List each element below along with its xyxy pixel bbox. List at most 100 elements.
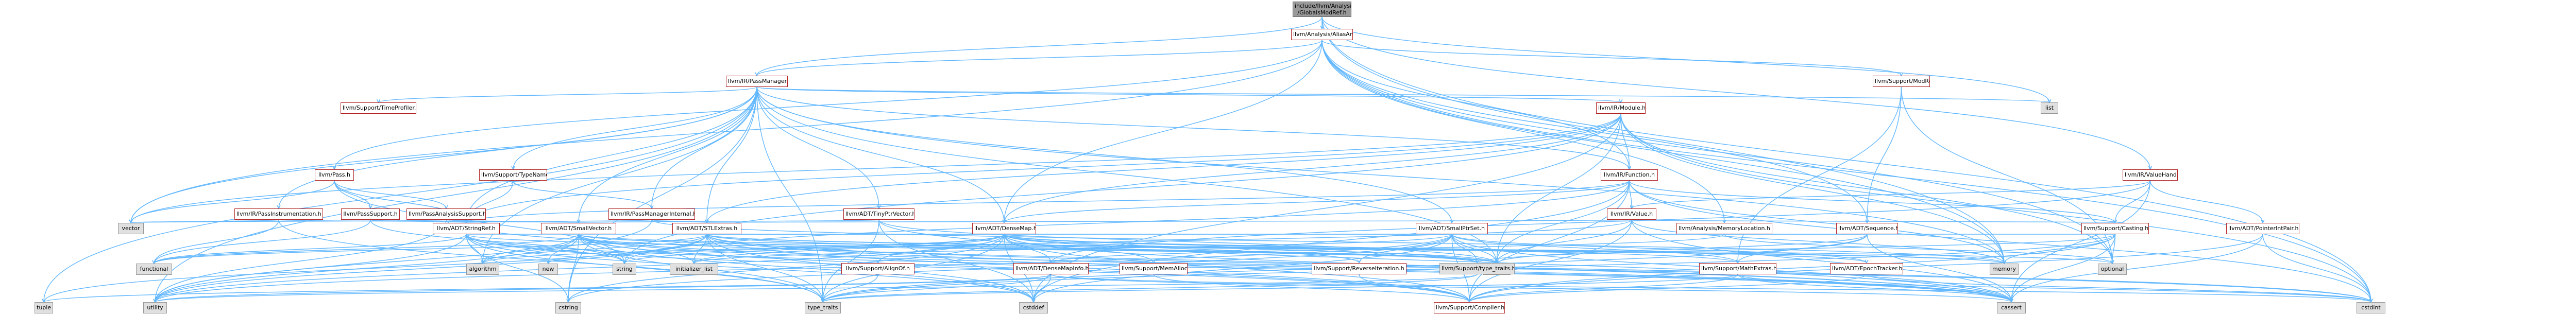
node-dense-map[interactable]: llvm/ADT/DenseMap.h [972,223,1036,234]
node-new[interactable]: new [538,264,558,275]
node-ir-function[interactable]: llvm/IR/Function.h [1601,169,1658,181]
node-pass-manager-internal[interactable]: llvm/IR/PassManagerInternal.h [608,208,695,220]
edge-stl_extras-to-tuple [43,234,707,303]
edge-dense_map_info-to-cassert [1050,274,2012,303]
edge-string_ref-to-compiler [466,234,1470,303]
edge-pass_manager-to-pass_manager_internal [651,86,757,209]
edge-dense_map-to-utility [155,234,1005,303]
node-support-type-traits[interactable]: llvm/Support/type_traits.h [1439,263,1515,274]
edge-alias_analysis-to-cstdint [1321,40,2371,303]
edge-pass_manager-to-small_vector [578,86,757,223]
edge-stl_extras-to-cstdint [706,234,2371,303]
node-algorithm[interactable]: algorithm [466,264,499,275]
edge-ir_module-to-stl_extras [706,113,1621,223]
edge-string_ref-to-cstddef [466,234,1034,303]
edge-dense_map-to-new [548,234,1005,264]
edge-alias_analysis-to-adt_sequence [1321,40,1868,223]
node-support-casting[interactable]: llvm/Support/Casting.h [2081,223,2149,234]
node-functional[interactable]: functional [136,264,172,275]
edge-ir_module-to-optional [1620,113,2113,264]
edge-ir_value-to-iterator [1496,219,1632,264]
node-align-of[interactable]: llvm/Support/AlignOf.h [841,263,914,274]
node-type-traits[interactable]: type_traits [805,302,841,313]
node-dense-map-info[interactable]: llvm/ADT/DenseMapInfo.h [1013,263,1089,274]
edge-small_ptr_set-to-initializer_list [693,234,1452,264]
node-pass-instrumentation[interactable]: llvm/IR/PassInstrumentation.h [234,208,323,220]
node-ir-module[interactable]: llvm/IR/Module.h [1596,102,1646,114]
edge-ir_value-to-support_casting [1631,219,2116,223]
node-tiny-ptr-vector[interactable]: llvm/ADT/TinyPtrVector.h [843,208,914,220]
edge-value_handle-to-cassert [2011,180,2151,303]
node-memory-location[interactable]: llvm/Analysis/MemoryLocation.h [1676,223,1772,234]
node-support-modref[interactable]: llvm/Support/ModRef.h [1873,76,1930,87]
node-string-ref[interactable]: llvm/ADT/StringRef.h [433,223,500,234]
node-list[interactable]: list [2041,102,2058,114]
edge-tiny_ptr_vector-to-cassert [878,219,2012,303]
node-small-ptr-set[interactable]: llvm/ADT/SmallPtrSet.h [1416,223,1488,234]
node-utility[interactable]: utility [143,302,167,313]
edge-alias_analysis-to-support_modref [1321,40,1902,76]
node-alias-analysis[interactable]: llvm/Analysis/AliasAnalysis.h [1291,29,1353,40]
edge-ir_module-to-memory [1620,113,2005,264]
node-vector[interactable]: vector [118,223,144,234]
edge-alias_analysis-to-ir_pass [334,40,1323,170]
edge-pass_manager_internal-to-type_name [513,180,652,209]
node-epoch-tracker[interactable]: llvm/ADT/EpochTracker.h [1830,263,1903,274]
node-pass-manager[interactable]: llvm/IR/PassManager.h [726,76,788,87]
edge-small_ptr_set-to-type_traits [1451,234,1478,264]
node-cassert[interactable]: cassert [1997,302,2026,313]
edge-value_handle-to-support_casting [2114,180,2151,223]
node-cstdint[interactable]: cstdint [2357,302,2385,313]
edge-dense_map-to-initializer_list [693,234,1005,264]
edge-pass_analysis_support-to-small_vector [446,219,579,223]
node-memory[interactable]: memory [1990,264,2019,275]
node-optional[interactable]: optional [2098,264,2127,275]
edge-string_ref-to-string [466,234,625,264]
node-adt-sequence[interactable]: llvm/ADT/Sequence.h [1836,223,1898,234]
node-value-handle[interactable]: llvm/IR/ValueHandle.h [2123,169,2178,181]
node-tuple[interactable]: tuple [35,302,53,313]
node-pointer-int-pair[interactable]: llvm/ADT/PointerIntPair.h [2226,223,2299,234]
node-globals-modref[interactable]: include/llvm/Analysis/GlobalsModRef.h [1293,2,1351,17]
edge-memory_location-to-dense_map_info [1050,234,1725,264]
edge-pointer_int_pair-to-cstdint [2262,234,2371,303]
edge-stl_extras-to-utility [155,234,707,303]
node-reverse-iteration[interactable]: llvm/Support/ReverseIteration.h [1312,263,1406,274]
edge-alias_analysis-to-optional [1321,40,2113,264]
node-math-extras[interactable]: llvm/Support/MathExtras.h [1699,263,1776,274]
node-time-profiler[interactable]: llvm/Support/TimeProfiler.h [341,102,416,114]
edge-pass_manager-to-tuple [43,86,757,303]
edge-ir_value-to-cassert [1631,219,2012,303]
node-compiler[interactable]: llvm/Support/Compiler.h [1434,302,1505,313]
node-pass-support[interactable]: llvm/PassSupport.h [341,208,400,220]
node-small-vector[interactable]: llvm/ADT/SmallVector.h [541,223,616,234]
edge-memory_location-to-optional [1724,234,2113,264]
node-pass[interactable]: llvm/Pass.h [315,169,354,181]
node-ir-value[interactable]: llvm/IR/Value.h [1607,208,1656,220]
edge-pass_manager-to-dense_map [756,86,1005,223]
edge-ir_function-to-iterator [1496,180,1630,264]
edge-pass_manager-to-time_profiler [378,86,757,103]
node-cstring[interactable]: cstring [555,302,581,313]
node-string[interactable]: string [613,264,636,275]
edge-tiny_ptr_vector-to-iterator [878,219,1497,264]
node-cstddef[interactable]: cstddef [1019,302,1048,313]
node-pass-analysis-support[interactable]: llvm/PassAnalysisSupport.h [406,208,486,220]
node-type-name[interactable]: llvm/Support/TypeName.h [479,169,547,181]
edge-support_casting-to-memory [2004,234,2116,264]
node-initializer-list[interactable]: initializer_list [670,264,718,275]
edge-math_extras-to-cstdint [1737,274,2371,303]
node-stl-extras[interactable]: llvm/ADT/STLExtras.h [672,223,741,234]
edge-stl_extras-to-initializer_list [693,234,707,264]
edge-dense_map_info-to-utility [155,274,1052,303]
node-mem-alloc[interactable]: llvm/Support/MemAlloc.h [1120,263,1188,274]
edge-root-to-pass_manager [756,16,1323,76]
edge-epoch_tracker-to-compiler [1469,274,1867,303]
edge-pass_manager-to-type_traits_std [756,86,823,303]
edge-ir_module-to-cstdint [1620,113,2371,303]
edge-tiny_ptr_vector-to-type_traits_std [822,219,879,303]
edge-pass_support-to-string_ref [370,219,467,223]
edge-adt_sequence-to-iterator [1496,234,1868,264]
